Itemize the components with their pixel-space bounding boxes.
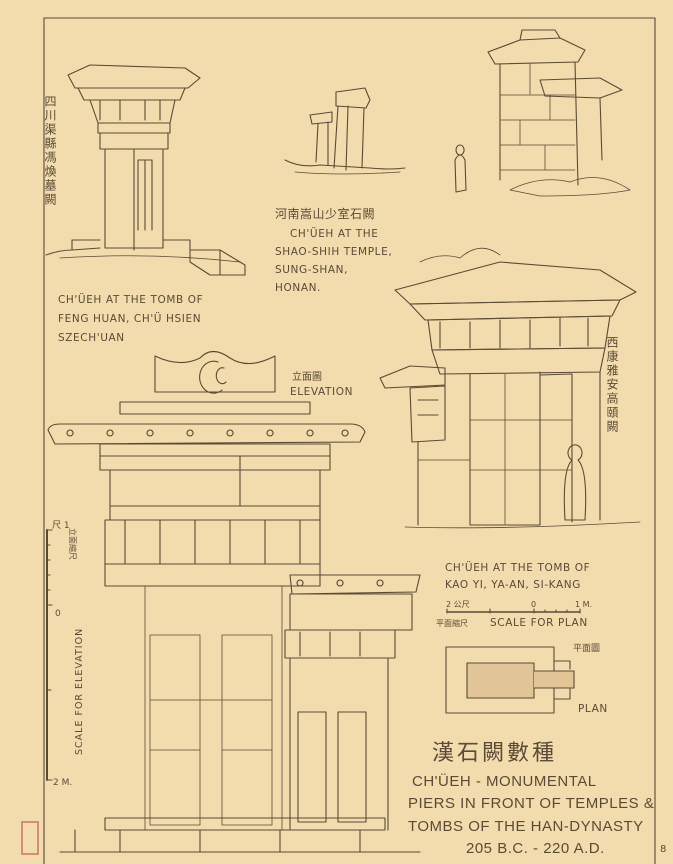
shao-shih-caption-4: HONAN. bbox=[275, 282, 321, 294]
shao-shih-caption-2: SHAO-SHIH TEMPLE, bbox=[275, 246, 392, 258]
feng-huan-chinese: 四川渠縣馮煥墓闕 bbox=[43, 95, 57, 207]
elevation-scale-zero: 0 bbox=[55, 609, 61, 619]
shao-shih-caption-1: CH'ÜEH AT THE bbox=[290, 227, 379, 240]
feng-huan-caption-3: SZECH'UAN bbox=[58, 332, 125, 344]
shao-shih-ruin-drawing bbox=[284, 87, 406, 175]
ruined-pier-drawing bbox=[454, 29, 631, 197]
kao-yi-caption-1: CH'ÜEH AT THE TOMB OF bbox=[445, 561, 590, 574]
main-title-dates: 205 B.C. - 220 A.D. bbox=[466, 840, 605, 857]
plan-label: PLAN bbox=[578, 703, 608, 715]
shao-shih-caption-3: SUNG-SHAN, bbox=[275, 264, 348, 276]
artist-seal bbox=[21, 821, 39, 855]
main-title-line-2: PIERS IN FRONT OF TEMPLES & bbox=[408, 795, 654, 812]
plan-scale-label: SCALE FOR PLAN bbox=[490, 617, 588, 629]
elevation-scale-bottom: 2 M. bbox=[53, 778, 72, 788]
feng-huan-caption-2: FENG HUAN, CH'Ü HSIEN bbox=[58, 312, 201, 325]
page-number: 8 bbox=[660, 844, 666, 855]
plan-scale-left: 2 公尺 bbox=[446, 600, 470, 609]
main-title-line-3: TOMBS OF THE HAN-DYNASTY bbox=[408, 818, 644, 835]
shao-shih-chinese: 河南嵩山少室石闕 bbox=[275, 206, 375, 221]
kao-yi-caption-2: KAO YI, YA-AN, SI-KANG bbox=[445, 579, 581, 591]
main-title-line-1: CH'ÜEH - MONUMENTAL bbox=[412, 772, 597, 790]
plan-chinese: 平面圖 bbox=[573, 643, 600, 654]
plan-scale-right: 1 M. bbox=[575, 600, 592, 609]
elevation-scale-chinese: 立面縮尺 bbox=[68, 528, 78, 560]
feng-huan-pier-drawing bbox=[45, 64, 246, 276]
kao-yi-pier-drawing bbox=[379, 247, 641, 529]
plan-scale-zero: 0 bbox=[531, 600, 536, 609]
plan-scale-bar bbox=[446, 608, 581, 614]
elevation-scale-top: 尺 1 bbox=[52, 520, 70, 531]
elevation-scale-label: SCALE FOR ELEVATION bbox=[74, 628, 85, 755]
plan-scale-chinese: 平面縮尺 bbox=[436, 618, 468, 628]
elevation-chinese: 立面圖 bbox=[292, 370, 322, 383]
elevation-scale-bar bbox=[46, 529, 53, 781]
plan-drawing bbox=[445, 646, 575, 714]
elevation-drawing bbox=[47, 350, 421, 853]
sheet-border bbox=[43, 17, 656, 864]
feng-huan-caption-1: CH'ÜEH AT THE TOMB OF bbox=[58, 293, 203, 306]
kao-yi-chinese: 西康雅安高頤闕 bbox=[605, 336, 619, 434]
elevation-label: ELEVATION bbox=[290, 386, 353, 398]
main-title-chinese: 漢石闕數種 bbox=[432, 741, 557, 766]
